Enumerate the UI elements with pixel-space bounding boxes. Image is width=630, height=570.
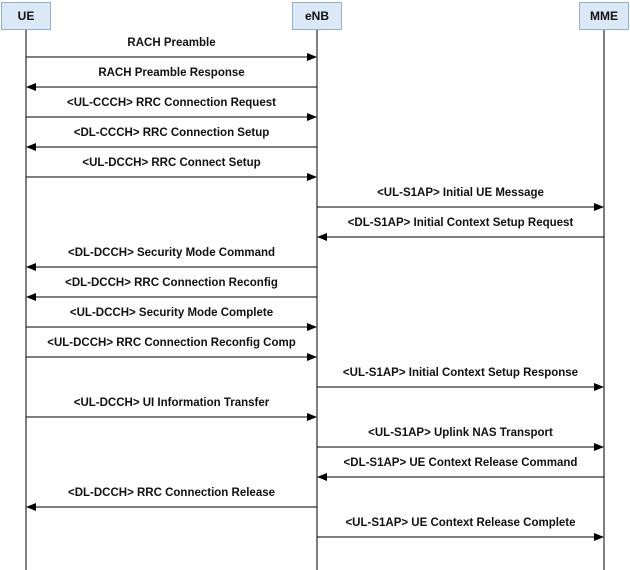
entity-mme: MME [579, 2, 629, 30]
message-label: <UL-S1AP> Initial UE Message [377, 187, 544, 199]
message-label: <UL-DCCH> RRC Connection Reconfig Comp [47, 337, 296, 349]
message-label: <UL-DCCH> RRC Connect Setup [82, 157, 261, 169]
message-label: <UL-DCCH> Security Mode Complete [69, 307, 274, 319]
message-label: <UL-S1AP> Initial Context Setup Response [342, 367, 579, 379]
entity-ue: UE [1, 2, 51, 30]
message-label: <DL-S1AP> UE Context Release Command [343, 457, 578, 469]
message-label: <DL-DCCH> RRC Connection Release [67, 487, 276, 499]
message-label: <UL-DCCH> UI Information Transfer [73, 397, 270, 409]
message-label: <UL-CCCH> RRC Connection Request [67, 97, 276, 109]
message-label: <UL-S1AP> UE Context Release Complete [345, 517, 576, 529]
message-label: <DL-DCCH> Security Mode Command [67, 247, 276, 259]
message-label: <DL-CCCH> RRC Connection Setup [73, 127, 270, 139]
message-label: <DL-S1AP> Initial Context Setup Request [347, 217, 574, 229]
message-label: <DL-DCCH> RRC Connection Reconfig [65, 277, 278, 289]
message-label: <UL-S1AP> Uplink NAS Transport [368, 427, 553, 439]
message-label: RACH Preamble [127, 37, 216, 49]
entity-enb: eNB [292, 2, 342, 30]
message-label: RACH Preamble Response [98, 67, 245, 79]
